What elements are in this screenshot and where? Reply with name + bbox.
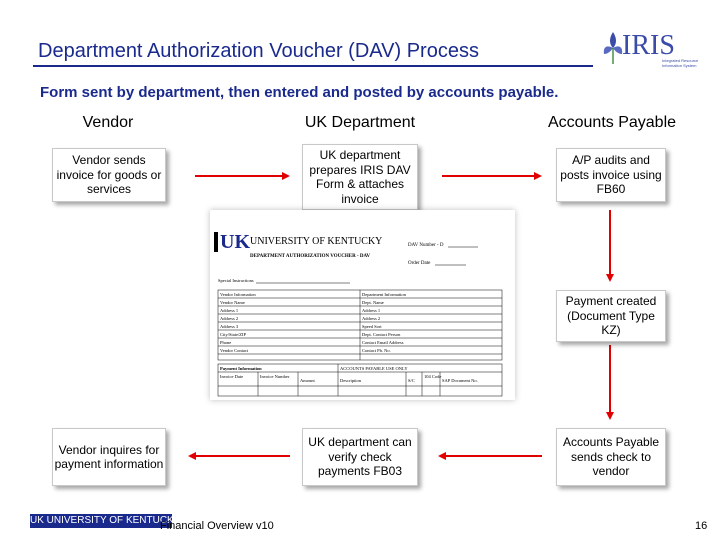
form-pay-col: Description bbox=[340, 378, 362, 383]
form-dav-number: DAV Number - D bbox=[408, 243, 444, 248]
form-vendor-row: Address 1 bbox=[220, 308, 238, 313]
form-dept-row: Contact Email Address bbox=[362, 340, 404, 345]
box-text: A/P audits and posts invoice using FB60 bbox=[560, 153, 662, 197]
box-vendor-inquires: Vendor inquires for payment information bbox=[52, 428, 166, 486]
form-date: Order Date bbox=[408, 261, 431, 266]
box-text: UK department prepares IRIS DAV Form & a… bbox=[309, 148, 411, 206]
box-text: Payment created (Document Type KZ) bbox=[565, 294, 657, 338]
form-pay-col: Amount bbox=[300, 378, 316, 383]
dav-form-image: UK UNIVERSITY OF KENTUCKY DEPARTMENT AUT… bbox=[210, 210, 515, 400]
form-vendor-info: Vendor Information bbox=[220, 292, 256, 297]
form-vendor-row: Address 2 bbox=[220, 316, 238, 321]
form-ap-use: ACCOUNTS PAYABLE USE ONLY bbox=[340, 366, 408, 371]
box-ap-audits: A/P audits and posts invoice using FB60 bbox=[556, 148, 666, 202]
form-vendor-row: Phone bbox=[220, 340, 231, 345]
column-header-dept: UK Department bbox=[304, 114, 416, 131]
box-text: Vendor inquires for payment information bbox=[54, 442, 164, 472]
page-number: 16 bbox=[695, 520, 708, 532]
form-vendor-row: City/State/ZIP bbox=[220, 332, 246, 337]
form-dept-row: Dept. Contact Person bbox=[362, 332, 401, 337]
logo-wordmark: IRIS bbox=[622, 30, 675, 61]
box-text: UK department can verify check payments … bbox=[308, 435, 412, 479]
title-underline bbox=[33, 65, 593, 67]
form-pay-col: Invoice Date bbox=[220, 374, 243, 379]
box-text: Vendor sends invoice for goods or servic… bbox=[56, 153, 162, 197]
box-ap-sends-check: Accounts Payable sends check to vendor bbox=[556, 428, 666, 486]
box-dept-verify: UK department can verify check payments … bbox=[302, 428, 418, 486]
form-special: Special Instructions bbox=[218, 278, 254, 283]
form-dept-row: Dept. Name bbox=[362, 300, 384, 305]
form-vendor-row: Address 3 bbox=[220, 324, 239, 329]
form-pay-col: S/C bbox=[408, 378, 415, 383]
form-vendor-row: Vendor Name bbox=[220, 300, 245, 305]
logo-subtitle: Integrated Resource Information System bbox=[662, 58, 699, 68]
dav-form-drawing: UK UNIVERSITY OF KENTUCKY DEPARTMENT AUT… bbox=[214, 231, 503, 397]
form-dept-row: Speed Sort bbox=[362, 324, 382, 329]
form-uk-mark: UK bbox=[220, 231, 250, 253]
footer-uk-logo: UK UNIVERSITY OF KENTUCKY bbox=[30, 514, 172, 528]
form-pay-col: SAP Document No. bbox=[442, 378, 478, 383]
column-header-vendor: Vendor bbox=[82, 114, 134, 131]
form-vendor-row: Vendor Contact bbox=[220, 348, 249, 353]
form-pay-col: Invoice Number bbox=[260, 374, 290, 379]
box-text: Accounts Payable sends check to vendor bbox=[562, 435, 660, 479]
footer-text: Financial Overview v10 bbox=[160, 520, 274, 532]
column-header-ap: Accounts Payable bbox=[547, 114, 677, 131]
page-title: Department Authorization Voucher (DAV) P… bbox=[38, 40, 479, 62]
iris-flower-icon bbox=[603, 32, 623, 64]
subtitle: Form sent by department, then entered an… bbox=[40, 84, 559, 101]
form-dept-row: Contact Ph. No. bbox=[362, 348, 391, 353]
form-dept-row: Address 1 bbox=[362, 308, 380, 313]
form-title: DEPARTMENT AUTHORIZATION VOUCHER - DAV bbox=[250, 254, 370, 259]
form-payment-info: Payment Information bbox=[220, 366, 262, 371]
box-dept-prepares-dav: UK department prepares IRIS DAV Form & a… bbox=[302, 144, 418, 210]
box-vendor-sends-invoice: Vendor sends invoice for goods or servic… bbox=[52, 148, 166, 202]
box-payment-created: Payment created (Document Type KZ) bbox=[556, 290, 666, 342]
form-dept-info: Department Information bbox=[362, 292, 407, 297]
form-dept-row: Address 2 bbox=[362, 316, 380, 321]
iris-logo: IRIS Integrated Resource Information Sys… bbox=[600, 28, 712, 74]
form-university: UNIVERSITY OF KENTUCKY bbox=[250, 236, 382, 247]
form-pay-col: 104 Code bbox=[424, 374, 441, 379]
